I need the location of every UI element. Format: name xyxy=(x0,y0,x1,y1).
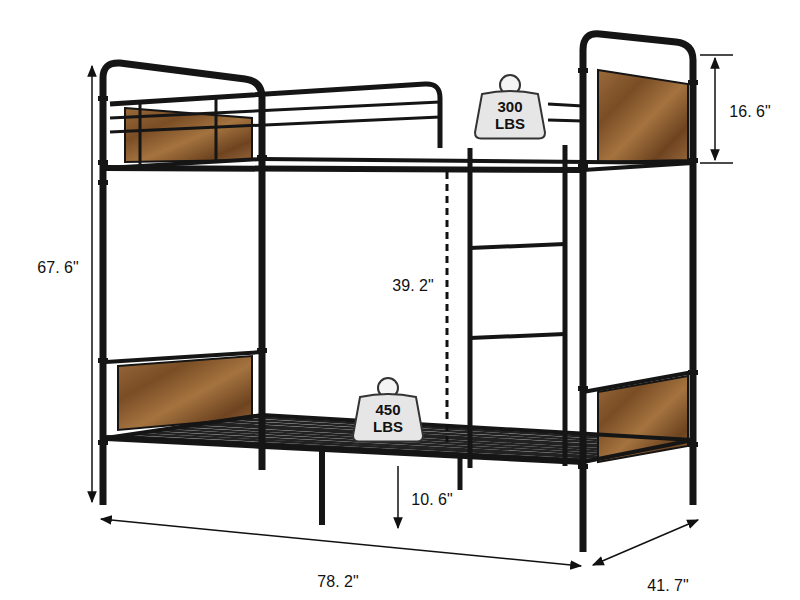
upper-rail xyxy=(262,159,693,163)
guard-rail-post xyxy=(139,102,142,164)
ladder-rail xyxy=(468,148,473,468)
dimension-label: 10. 6" xyxy=(409,491,454,509)
guard-rail-post xyxy=(215,97,218,162)
dimension-label: 41. 7" xyxy=(645,577,690,595)
frame-rails xyxy=(106,159,693,462)
weight-body xyxy=(353,394,423,442)
dimension-line xyxy=(446,172,449,442)
ladder xyxy=(470,145,565,468)
post-collar xyxy=(257,155,267,160)
guard-rail-top xyxy=(110,84,440,148)
lower-rail xyxy=(106,438,583,462)
dimension-line xyxy=(593,520,698,565)
ladder-rung xyxy=(470,244,565,248)
post-collar xyxy=(578,464,588,469)
bed-post xyxy=(583,34,693,552)
center-leg xyxy=(458,455,463,490)
post-collar xyxy=(578,68,588,73)
weight-label: 450 LBS xyxy=(366,401,411,436)
dimension-label: 16. 6" xyxy=(727,103,772,121)
weight-body xyxy=(475,91,545,139)
post-collar xyxy=(257,348,267,353)
post-collar xyxy=(688,80,698,85)
lower-rail xyxy=(262,415,693,440)
lower-rail xyxy=(583,440,693,462)
post-collar xyxy=(688,370,698,375)
weight-badge: 450 LBS xyxy=(352,395,424,442)
panel-bar xyxy=(106,352,262,362)
wood-panel xyxy=(598,70,688,162)
dimension-lines xyxy=(92,55,733,566)
dimension-line xyxy=(101,519,581,566)
upper-rail xyxy=(106,168,583,170)
post-collar xyxy=(688,158,698,163)
post-collar xyxy=(688,442,698,447)
panel-bar xyxy=(583,372,693,392)
post-collar xyxy=(578,386,588,391)
dimension-label: 39. 2" xyxy=(390,277,435,295)
post-collar xyxy=(98,96,108,101)
post-collar xyxy=(98,160,108,165)
bed-post xyxy=(103,63,262,505)
dimension-line xyxy=(91,66,93,502)
guard-rail-bar xyxy=(110,117,440,132)
upper-rail xyxy=(106,159,262,168)
ladder-rail xyxy=(563,145,568,466)
guard-rail-bar xyxy=(110,102,440,118)
dimension-label: 67. 6" xyxy=(35,259,80,277)
post-collar xyxy=(98,440,108,445)
post-collars xyxy=(98,68,698,469)
post-collar xyxy=(98,358,108,363)
ladder-rung xyxy=(470,334,565,338)
weight-badge: 300 LBS xyxy=(474,92,546,139)
weight-label: 300 LBS xyxy=(488,98,533,133)
post-collar xyxy=(578,164,588,169)
guard-rail xyxy=(110,84,583,164)
post-collar xyxy=(98,180,108,185)
dimension-label: 78. 2" xyxy=(315,573,360,591)
dimension-line xyxy=(397,466,399,528)
center-leg xyxy=(319,448,325,525)
upper-rail xyxy=(583,163,693,170)
guard-rail-bar xyxy=(548,104,583,121)
dimension-line xyxy=(714,58,716,160)
lower-rail xyxy=(106,415,262,438)
